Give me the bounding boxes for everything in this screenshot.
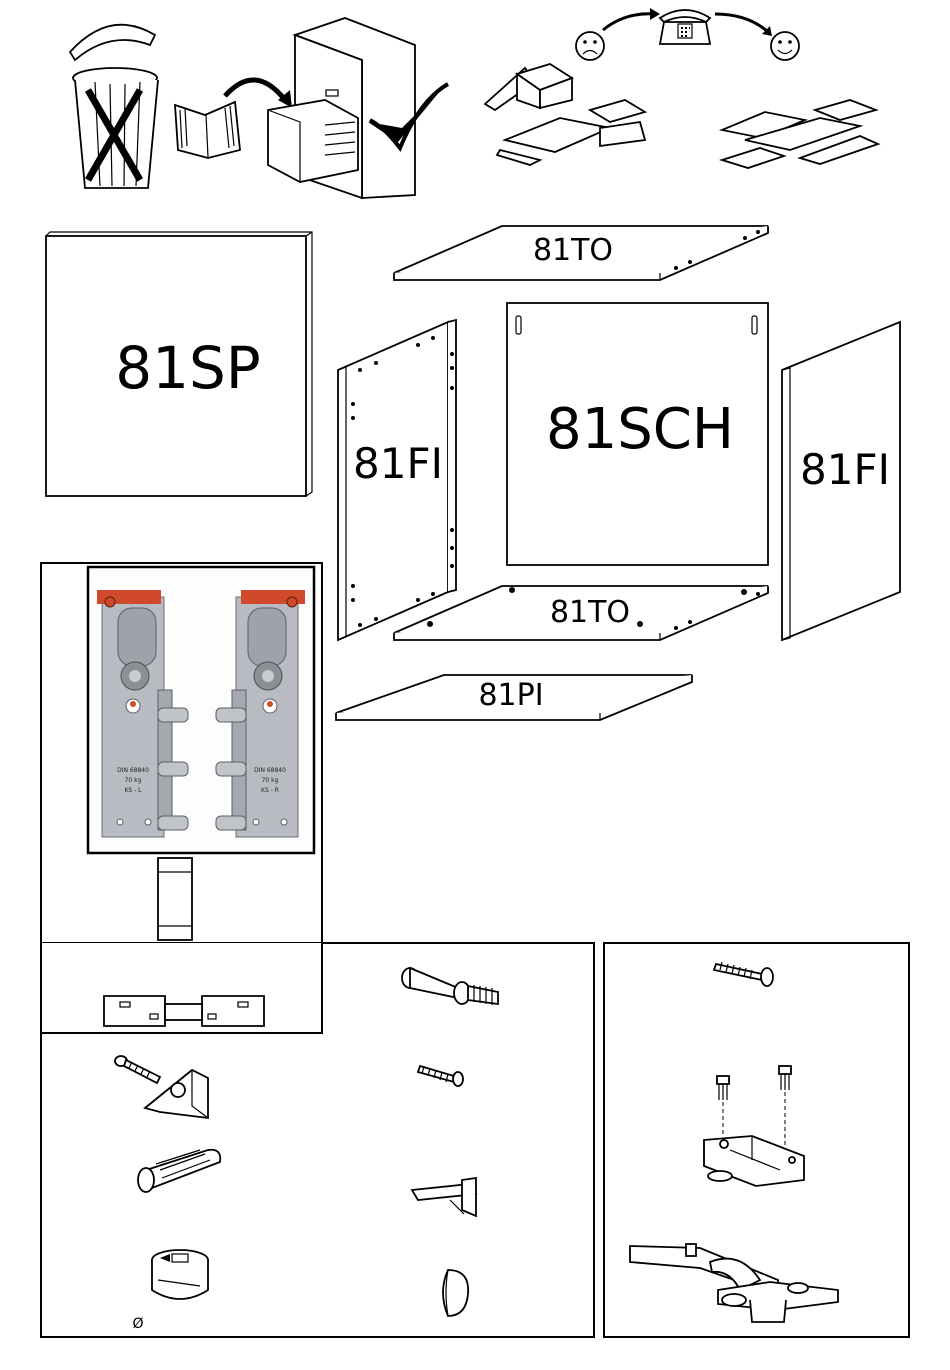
runner-left-line2: 70 kg [125,777,142,784]
mounting-plate-icon [704,1066,804,1186]
runner-left-line3: KS - L [124,787,142,794]
runner-right-line2: 70 kg [262,777,279,784]
arrow-to-happy-icon [715,14,772,36]
panel-label-81fi-right: 81FI [800,445,890,494]
shelf-clip-icon [412,1178,476,1216]
file-cabinet-icon [268,18,415,198]
cabinet-hinge-icon [630,1244,838,1322]
cover-cap-icon [443,1270,468,1316]
panel-81sp: 81SP [46,232,312,496]
sorted-parts-icon [722,100,878,168]
panel-81to-top: 81TO [394,226,768,280]
runner-left-line1: DIN 68840 [117,767,149,774]
runner-right-line1: DIN 68840 [254,767,286,774]
shelf-support-pin-icon [402,968,498,1005]
spacer-block-icon [158,858,192,940]
manual-book-icon [175,102,240,158]
cam-lock-icon: Ø [132,1250,208,1332]
hinge-screw-icon [714,962,773,986]
unpacked-box-icon [485,64,645,165]
arrow-to-phone-icon [603,8,660,30]
screw-icon-small [418,1066,463,1086]
corner-connector-icon [115,1056,208,1118]
panel-label-81pi: 81PI [478,678,543,713]
panel-81pi: 81PI [336,675,692,720]
panel-label-81sch: 81SCH [546,397,734,462]
panel-label-81fi-left: 81FI [353,439,443,488]
panel-label-81sp: 81SP [115,334,261,402]
panel-81to-bottom: 81TO [394,586,768,640]
panel-81sch: 81SCH [507,303,768,565]
no-trash-icon [70,25,158,188]
panel-81fi-right: 81FI [782,322,900,640]
panel-label-81to-bottom: 81TO [550,595,630,630]
panel-81fi-left: 81FI [338,320,456,640]
wooden-dowel-icon [138,1150,220,1192]
diameter-symbol: Ø [132,1316,143,1332]
happy-face-icon [771,32,799,60]
panel-label-81to-top: 81TO [533,233,613,268]
sad-face-icon [576,32,604,60]
drawer-runner-photo: DIN 68840 70 kg KS - L DIN 68840 70 kg K… [88,567,314,853]
runner-right-line3: KS - R [261,787,279,794]
telephone-icon [660,10,710,44]
